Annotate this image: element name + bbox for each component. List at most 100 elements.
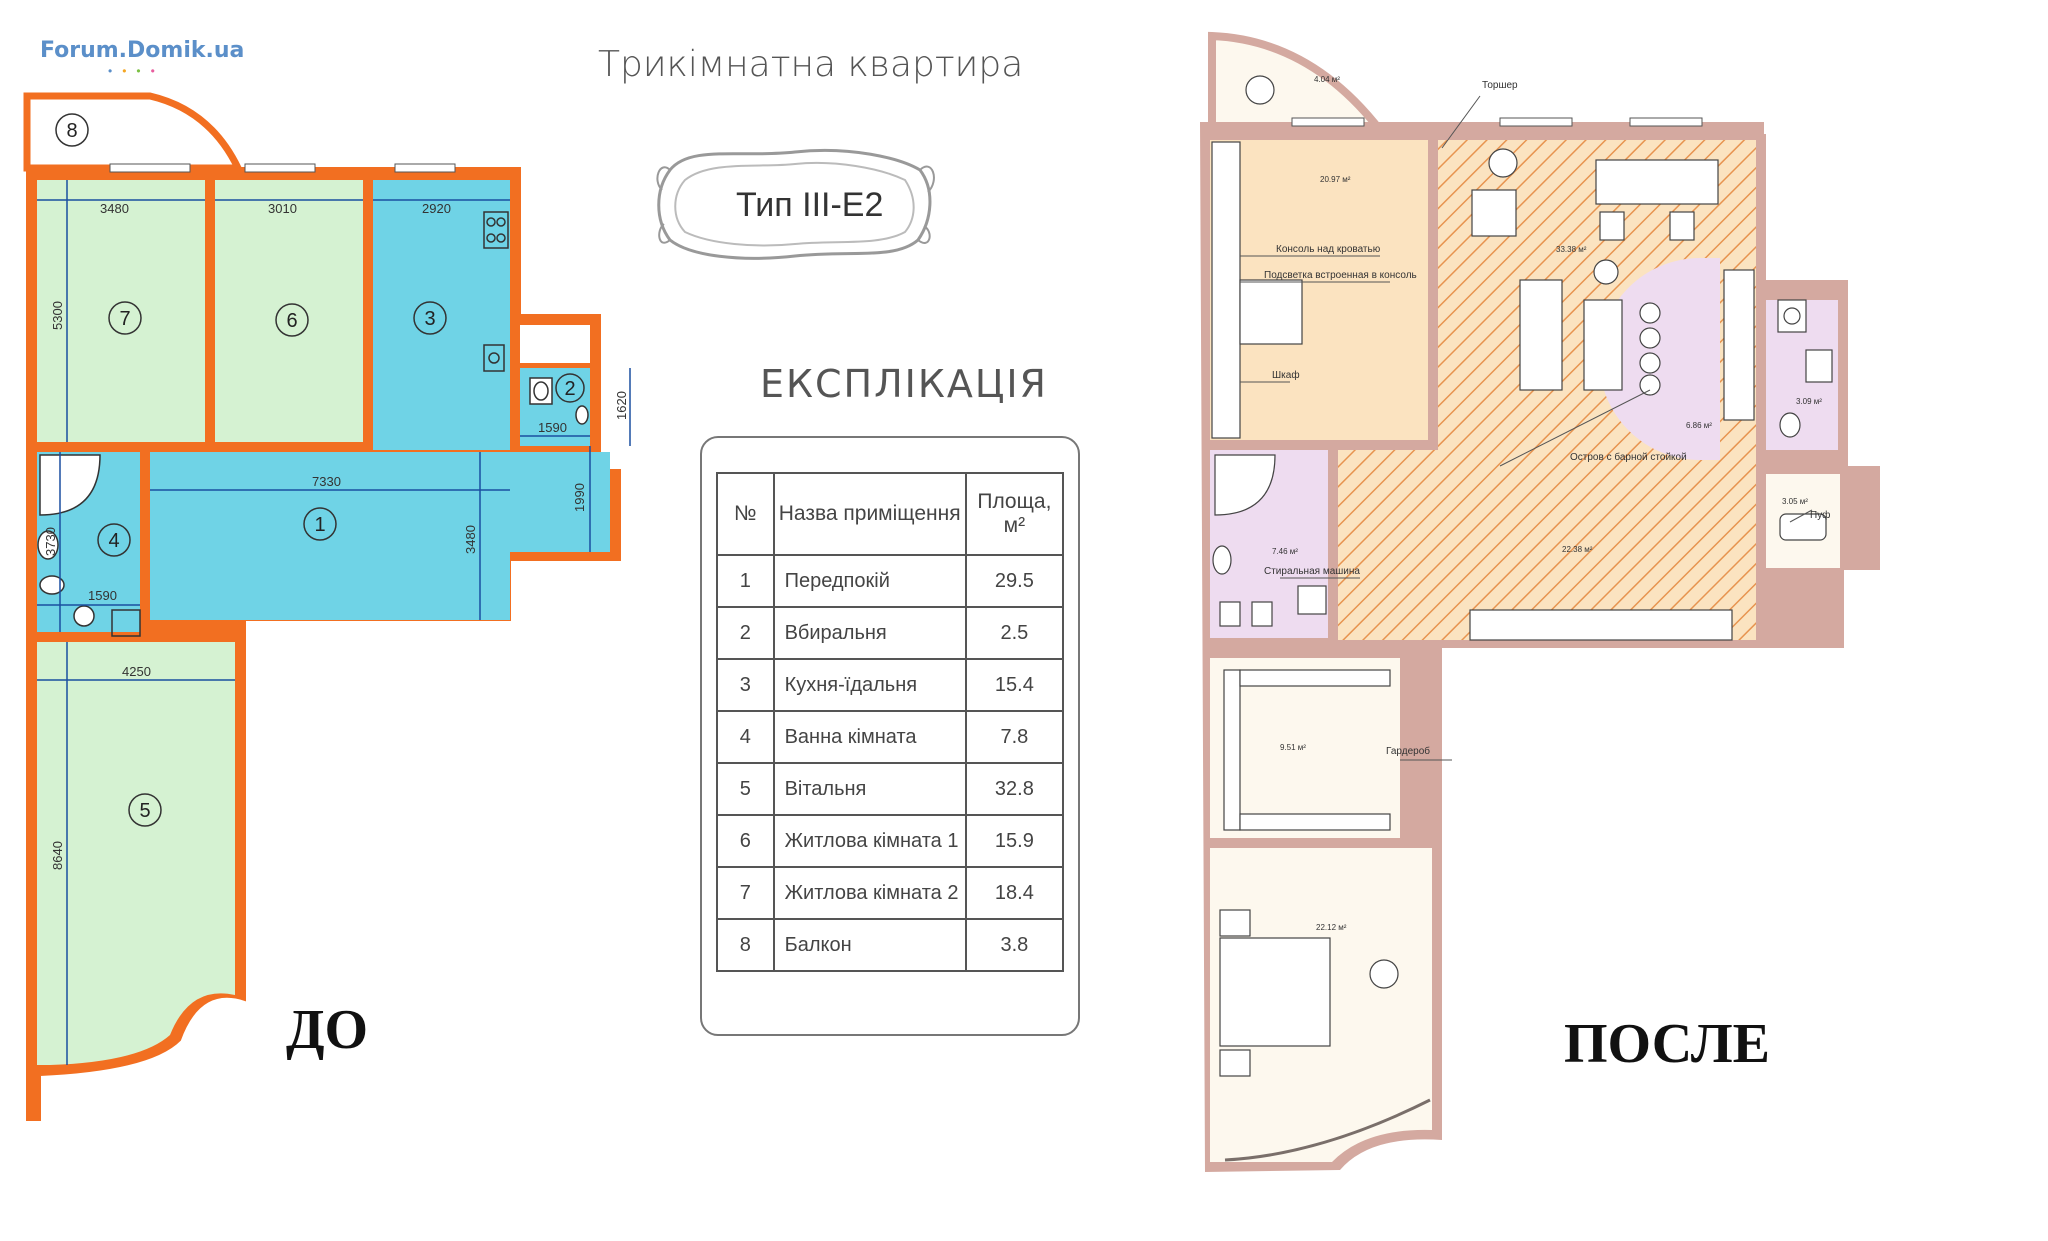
- row-area: 15.4: [964, 658, 1065, 712]
- ornament-frame-icon: [656, 148, 935, 260]
- area-balcony: 4.04 м²: [1314, 75, 1340, 84]
- after-label: ПОСЛЕ: [1564, 1013, 1770, 1075]
- explication-title: ЕКСПЛІКАЦІЯ: [760, 362, 1048, 406]
- row-num: 2: [716, 606, 775, 660]
- room-3: [373, 180, 510, 450]
- room-1-corridor: [510, 452, 610, 552]
- row-num: 8: [716, 918, 775, 972]
- room-number-markers: 1 2 3 4 5 6 7 8: [55, 113, 585, 827]
- label-console: Консоль над кроватью: [1276, 244, 1381, 255]
- room-number-3: 3: [424, 308, 435, 330]
- after-bay-window: [1224, 1098, 1431, 1162]
- room-number-1: 1: [314, 514, 325, 536]
- row-area: 15.9: [964, 814, 1065, 868]
- dim-1620: 1620: [614, 391, 629, 420]
- dimension-labels: 3480 3010 2920 5300 7330 1590 1620 1990 …: [43, 201, 629, 870]
- dim-3480-side: 3480: [463, 525, 478, 554]
- area-bedroom2: 22.12 м²: [1316, 923, 1347, 932]
- row-area: 18.4: [964, 866, 1065, 920]
- dimension-lines: [37, 180, 631, 1065]
- before-label: ДО: [286, 999, 369, 1061]
- balcony-8-outline: [23, 92, 244, 172]
- row-num: 3: [716, 658, 775, 712]
- area-living: 33.38 м²: [1556, 245, 1587, 254]
- label-wardrobe: Шкаф: [1272, 369, 1300, 381]
- row-name: Житлова кімната 2: [772, 866, 967, 920]
- dim-1590-bath: 1590: [88, 588, 117, 603]
- row-name: Вбиральня: [772, 606, 967, 660]
- area-entry: 3.05 м²: [1782, 497, 1808, 506]
- dim-5300: 5300: [50, 301, 65, 330]
- row-area: 32.8: [964, 762, 1065, 816]
- dim-3480-top: 3480: [100, 201, 129, 216]
- after-interior-walls: [1210, 134, 1766, 848]
- after-hall: [1338, 450, 1756, 640]
- row-name: Житлова кімната 1: [772, 814, 967, 868]
- label-lighting: Подсветка встроенная в консоль: [1264, 270, 1417, 281]
- after-leader-lines: [1240, 95, 1813, 761]
- room-number-8: 8: [66, 120, 77, 142]
- before-floor-plan: 3480 3010 2920 5300 7330 1590 1620 1990 …: [23, 92, 631, 1121]
- after-furniture: [1211, 75, 1833, 1077]
- row-num: 5: [716, 762, 775, 816]
- after-dressing: [1210, 658, 1400, 838]
- dim-3730: 3730: [43, 527, 58, 556]
- row-area: 7.8: [964, 710, 1065, 764]
- dim-2920: 2920: [422, 201, 451, 216]
- area-bedroom: 20.97 м²: [1320, 175, 1351, 184]
- area-hall: 22.38 м²: [1562, 545, 1593, 554]
- kitchen-fixtures: [483, 211, 509, 372]
- after-balcony: [1208, 31, 1389, 134]
- dim-8640: 8640: [50, 841, 65, 870]
- room-number-2: 2: [564, 378, 575, 400]
- row-name: Ванна кімната: [772, 710, 967, 764]
- row-area: 3.8: [964, 918, 1065, 972]
- dim-4250: 4250: [122, 664, 151, 679]
- logo-dots: ••••: [108, 64, 165, 78]
- utility-niche: [520, 325, 590, 363]
- area-wc: 3.09 м²: [1796, 397, 1822, 406]
- site-logo: Forum.Domik.ua: [40, 38, 245, 63]
- page-title: Трикімнатна квартира: [598, 44, 1024, 85]
- label-island: Остров с барной стойкой: [1570, 451, 1687, 463]
- after-windows: [1291, 117, 1703, 127]
- after-labels: Торшер Консоль над кроватью Подсветка вс…: [1264, 80, 1830, 757]
- room-7: [37, 180, 205, 442]
- row-name: Вітальня: [772, 762, 967, 816]
- header-area: Площа, м²: [964, 472, 1065, 556]
- apartment-type-label: Тип III-Е2: [736, 186, 884, 224]
- dim-7330: 7330: [312, 474, 341, 489]
- bath-fixtures: [37, 377, 589, 637]
- after-area-labels: 4.04 м² 20.97 м² 33.38 м² 6.86 м² 7.46 м…: [1272, 75, 1822, 932]
- row-num: 1: [716, 554, 775, 608]
- area-bath: 7.46 м²: [1272, 547, 1298, 556]
- label-washer: Стиральная машина: [1264, 566, 1360, 577]
- after-floor-plan: Торшер Консоль над кроватью Подсветка вс…: [1200, 31, 1880, 1172]
- row-area: 2.5: [964, 606, 1065, 660]
- row-name: Передпокій: [772, 554, 967, 608]
- label-torsher: Торшер: [1482, 80, 1518, 91]
- room-6: [215, 180, 363, 442]
- windows: [109, 163, 456, 173]
- header-name: Назва приміщення: [772, 472, 967, 556]
- room-number-5: 5: [139, 800, 150, 822]
- label-pouf: Пуф: [1810, 509, 1830, 521]
- area-dressing: 9.51 м²: [1280, 743, 1306, 752]
- row-num: 6: [716, 814, 775, 868]
- dim-3010: 3010: [268, 201, 297, 216]
- row-area: 29.5: [964, 554, 1065, 608]
- table-frame: [700, 436, 1080, 1036]
- area-kitchen-arc: 6.86 м²: [1686, 421, 1712, 430]
- row-num: 7: [716, 866, 775, 920]
- room-number-7: 7: [119, 308, 130, 330]
